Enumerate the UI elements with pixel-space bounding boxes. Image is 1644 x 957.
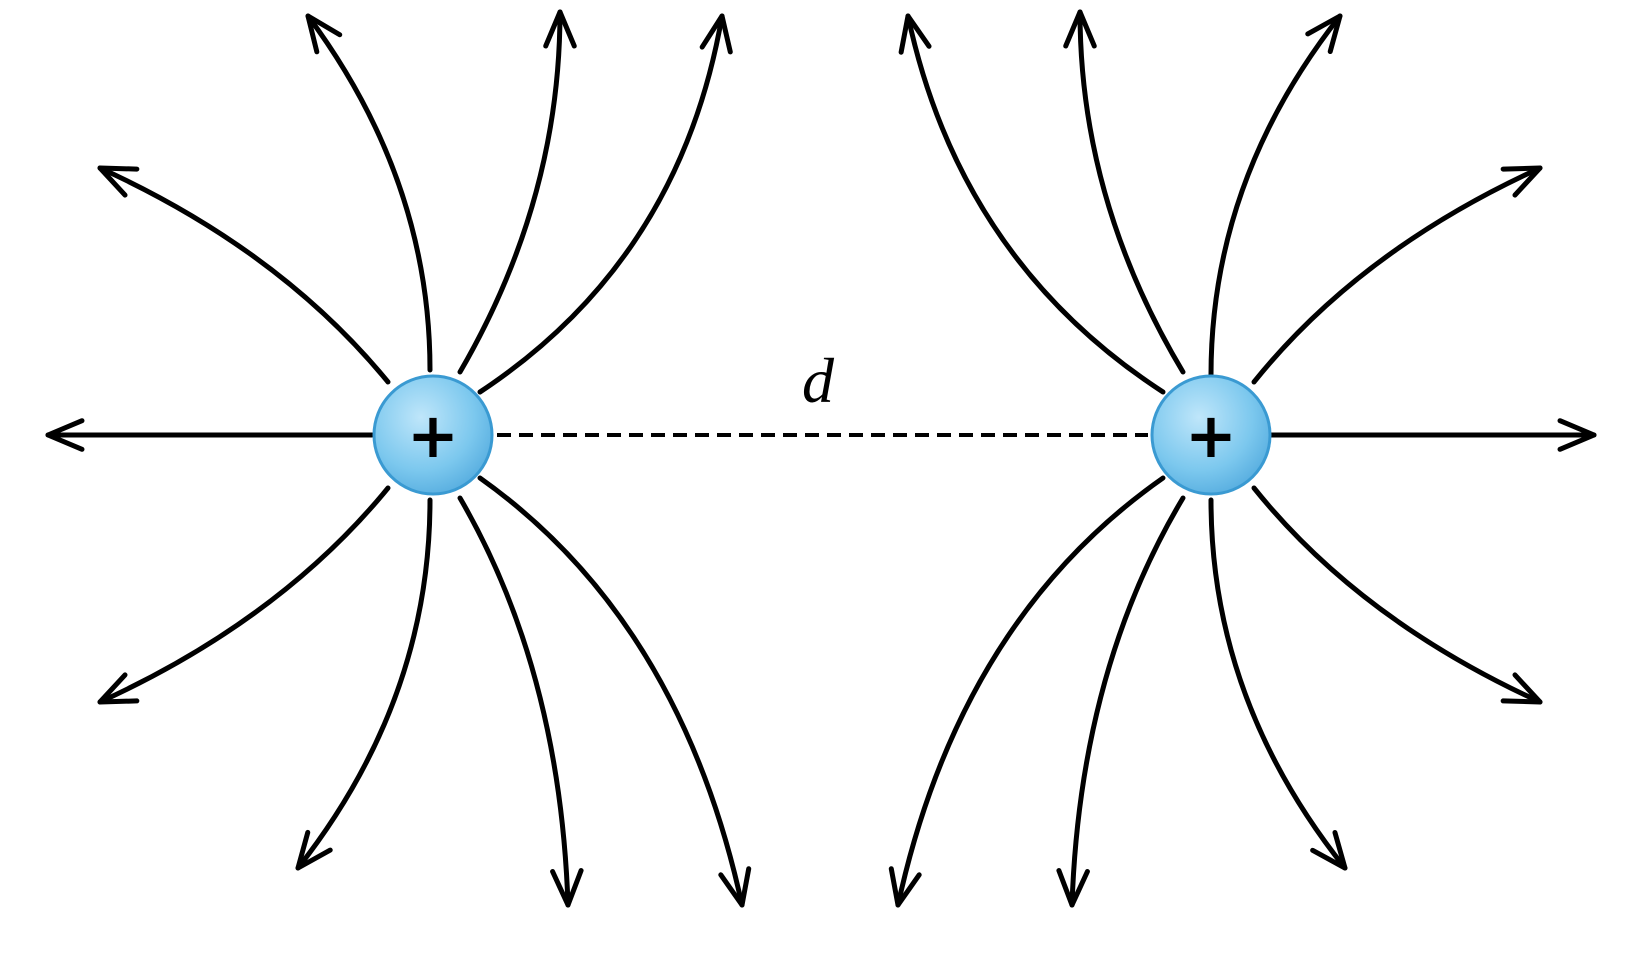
right-charge-line-nne: [1208, 13, 1343, 378]
left-charge-line-w-arrowhead: [45, 418, 85, 452]
left-charge: +: [372, 374, 494, 496]
right-charge-line-sw: [895, 475, 1166, 908]
right-charge-line-sse-arrowhead: [1310, 830, 1348, 871]
left-charge-line-se: [477, 475, 745, 908]
left-charge-line-ssw: [295, 497, 433, 871]
left-charge-line-nw-arrowhead: [97, 165, 140, 198]
right-charge-line-ne: [1251, 165, 1543, 385]
left-charge-line-nne-1: [457, 9, 563, 375]
right-charge-line-nw-arrowhead: [898, 13, 932, 55]
right-charge-line-ssw-arrowhead: [1056, 868, 1090, 908]
right-charge-line-ssw: [1069, 495, 1186, 908]
left-charge-line-nne-1-arrowhead: [543, 9, 577, 49]
left-charge-line-sw: [97, 485, 391, 705]
right-charge-line-nnw-arrowhead: [1063, 9, 1097, 49]
left-charge-line-ne-arrowhead: [699, 13, 733, 55]
left-charge-line-nnw-1: [305, 13, 433, 373]
left-charge-line-ne: [477, 13, 725, 395]
left-charge-line-nw: [97, 165, 391, 385]
field-lines: [45, 9, 1597, 908]
right-charge-line-e-arrowhead: [1557, 418, 1597, 452]
right-charge-line-nnw: [1077, 9, 1186, 375]
right-charge-line-sw-arrowhead: [888, 866, 922, 908]
left-charge-line-ssw-arrowhead: [295, 829, 333, 871]
right-charge-line-nne-arrowhead: [1305, 13, 1343, 55]
left-charge-line-nnw-1-arrowhead: [305, 13, 343, 55]
left-charge-line-sse: [457, 495, 571, 908]
left-charge-line-se-arrowhead: [718, 866, 752, 908]
right-charge-line-nw: [905, 13, 1166, 395]
left-charge-line-sse-arrowhead: [550, 868, 584, 908]
right-charge-line-se-arrowhead: [1500, 672, 1543, 705]
separation-label: d: [802, 345, 835, 416]
left-charge-sign: +: [407, 399, 459, 472]
right-charge-line-sse: [1208, 497, 1348, 871]
right-charge-sign: +: [1185, 399, 1237, 472]
right-charge-line-ne-arrowhead: [1500, 165, 1543, 198]
left-charge-line-sw-arrowhead: [97, 672, 140, 705]
right-charge: +: [1150, 374, 1272, 496]
right-charge-line-se: [1251, 485, 1543, 705]
